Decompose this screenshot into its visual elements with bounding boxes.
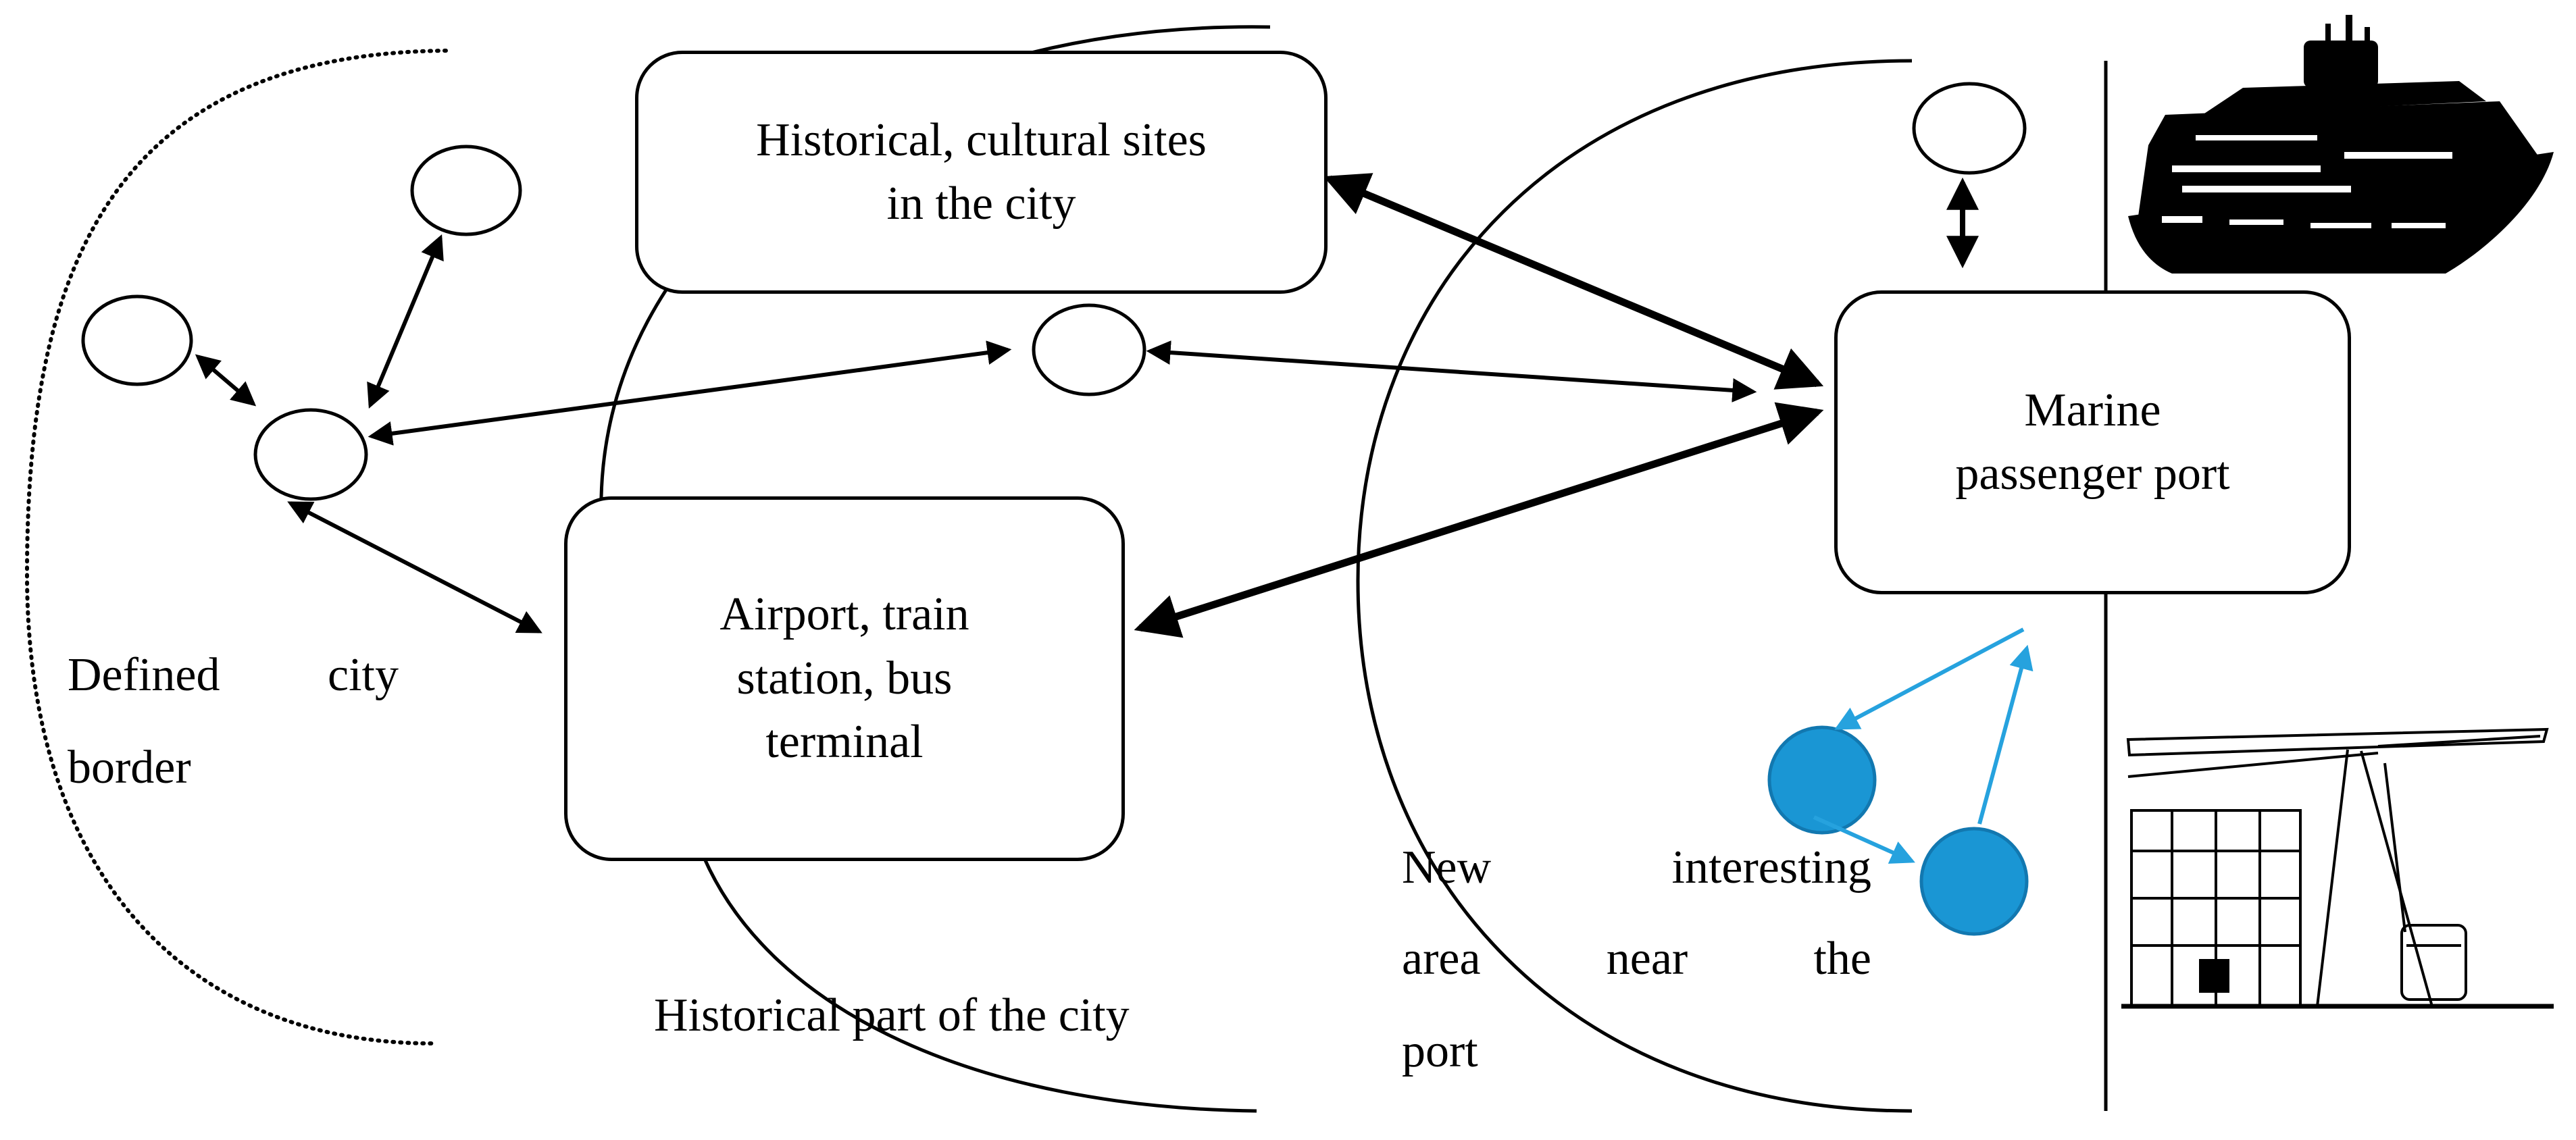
new-area-word-near: near [1606, 933, 1688, 985]
city-border-label-line1: Defined city [68, 652, 399, 699]
box-transport-hub-label: Airport, train station, bus terminal [719, 588, 969, 769]
city-border-label-line2: border [68, 742, 191, 794]
city-border-word-2: city [328, 649, 399, 701]
new-area-label-line1: New interesting [1402, 844, 1871, 891]
new-area-word-area: area [1402, 933, 1481, 985]
box-historical-sites-label: Historical, cultural sites in the city [756, 113, 1207, 230]
new-area-label-line2: area near the [1402, 935, 1871, 983]
new-area-word-interesting: interesting [1671, 841, 1871, 893]
new-area-node-1 [1767, 725, 1877, 835]
arrow-left-hub [195, 354, 257, 407]
arrow-top-hub [367, 234, 444, 409]
blue-arrow-to-1 [1834, 627, 2025, 730]
new-area-word-the: the [1813, 933, 1871, 985]
box-transport-hub: Airport, train station, bus terminal [564, 496, 1125, 861]
city-border-arc [24, 49, 448, 1045]
new-area-node-2 [1919, 827, 2029, 936]
port-node-top [1912, 82, 2027, 175]
arrow-hub-transport [287, 501, 542, 633]
new-area-word-new: New [1402, 841, 1492, 893]
box-marine-port-label: Marine passenger port [1955, 384, 2230, 500]
arrow-sites-port [1323, 173, 1824, 390]
historical-part-arc-bottom [701, 854, 1257, 1113]
arrow-transport-port [1134, 402, 1824, 638]
cruise-ship-icon [2128, 15, 2554, 274]
mid-node [1032, 303, 1146, 396]
historical-part-label: Historical part of the city [654, 989, 1130, 1041]
blue-arrow-2-up [1977, 644, 2034, 825]
city-node-left [81, 294, 193, 386]
arrow-hub-mid [368, 340, 1012, 446]
arrow-mid-port [1146, 340, 1757, 403]
blue-arrow-1-2 [1813, 815, 1915, 864]
city-border-word-1: Defined [68, 649, 220, 701]
city-node-hub [253, 408, 368, 501]
port-terminal-icon [2121, 727, 2554, 1009]
box-marine-port: Marine passenger port [1834, 290, 2351, 594]
new-area-label-line3: port [1402, 1025, 1478, 1077]
box-historical-sites: Historical, cultural sites in the city [635, 51, 1328, 294]
city-node-top [410, 145, 522, 236]
